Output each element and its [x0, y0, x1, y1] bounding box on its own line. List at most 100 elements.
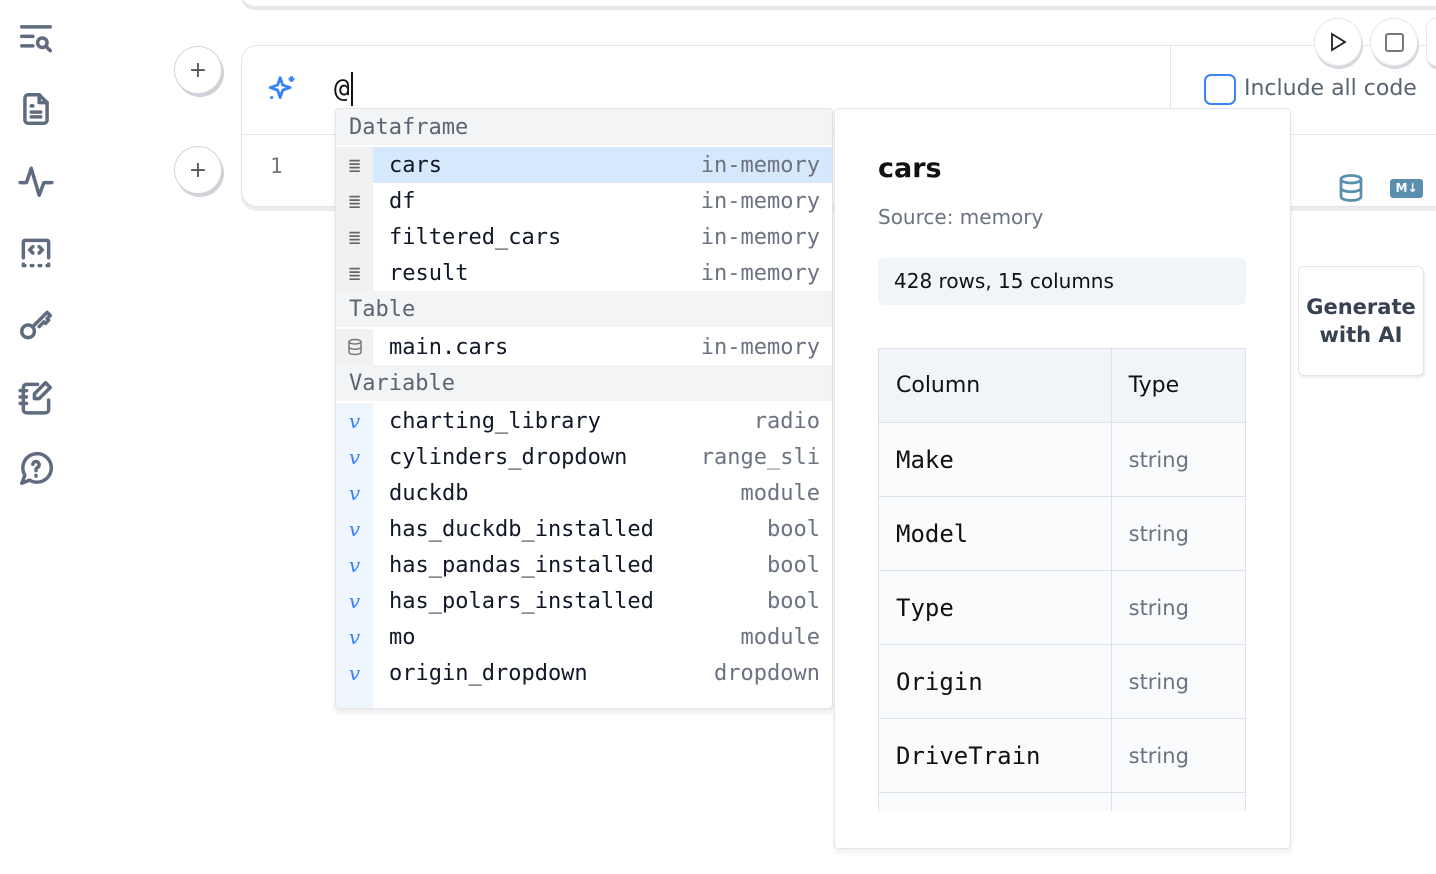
item-kind: in-memory — [700, 224, 820, 250]
variable-icon: v — [336, 511, 373, 547]
variable-icon: v — [336, 439, 373, 475]
database-icon[interactable] — [1336, 172, 1366, 208]
item-name: has_polars_installed — [389, 588, 654, 614]
variable-icon: v — [336, 547, 373, 583]
info-stats: 428 rows, 15 columns — [878, 258, 1246, 305]
add-cell-above-button[interactable]: + — [174, 46, 222, 94]
autocomplete-item[interactable]: main.cars in-memory — [336, 329, 832, 365]
column-header: Column — [878, 348, 1112, 423]
item-kind: range_sli — [700, 444, 820, 470]
variable-icon — [336, 691, 373, 708]
include-all-code-checkbox[interactable] — [1204, 74, 1236, 105]
column-name: Type — [878, 570, 1112, 645]
prompt-input[interactable]: @ — [334, 72, 353, 106]
divider — [1170, 46, 1171, 134]
item-kind: bool — [767, 516, 820, 542]
item-kind: radio — [753, 408, 820, 434]
column-type: string — [1110, 718, 1246, 793]
dataframe-icon: ≣ — [336, 219, 373, 255]
file-text-icon[interactable] — [16, 89, 56, 129]
generate-with-ai-button[interactable]: Generate with AI — [1298, 266, 1424, 376]
column-name: Model — [878, 496, 1112, 571]
column-type: string — [1110, 422, 1246, 497]
variable-icon: v — [336, 583, 373, 619]
autocomplete-item[interactable] — [336, 691, 832, 708]
item-name: has_duckdb_installed — [389, 516, 654, 542]
section-header-dataframe: Dataframe — [336, 109, 832, 147]
column-header: Type — [1110, 348, 1246, 423]
autocomplete-item[interactable]: ≣ result in-memory — [336, 255, 832, 291]
activity-icon[interactable] — [16, 161, 56, 201]
markdown-icon[interactable]: M↓ — [1390, 179, 1423, 198]
stop-button[interactable] — [1370, 18, 1418, 66]
column-type: string — [1110, 570, 1246, 645]
code-square-icon[interactable] — [16, 233, 56, 273]
run-button[interactable] — [1314, 18, 1362, 66]
item-name: mo — [389, 624, 416, 650]
item-name: cars — [389, 152, 442, 178]
info-source: Source: memory — [878, 205, 1044, 229]
column-name: Origin — [878, 644, 1112, 719]
item-name: charting_library — [389, 408, 601, 434]
include-all-code-label[interactable]: Include all code — [1244, 76, 1417, 101]
autocomplete-item[interactable]: v has_polars_installed bool — [336, 583, 832, 619]
autocomplete-item[interactable]: ≣ filtered_cars in-memory — [336, 219, 832, 255]
autocomplete-item[interactable]: v has_pandas_installed bool — [336, 547, 832, 583]
item-name: duckdb — [389, 480, 469, 506]
item-kind: module — [740, 624, 820, 650]
notebook-pen-icon[interactable] — [16, 377, 56, 417]
column-type: string — [1110, 644, 1246, 719]
item-kind: bool — [767, 552, 820, 578]
column-name: DriveTrain — [878, 718, 1112, 793]
item-name: cylinders_dropdown — [389, 444, 628, 470]
autocomplete-item[interactable]: v charting_library radio — [336, 403, 832, 439]
variable-icon: v — [336, 403, 373, 439]
dataframe-info-panel: cars Source: memory 428 rows, 15 columns… — [834, 108, 1291, 849]
list-search-icon[interactable] — [16, 18, 56, 58]
item-name: has_pandas_installed — [389, 552, 654, 578]
line-number: 1 — [270, 154, 283, 178]
variable-icon: v — [336, 655, 373, 691]
more-button[interactable] — [1426, 18, 1436, 66]
item-kind: in-memory — [700, 260, 820, 286]
item-kind: dropdown — [714, 660, 820, 686]
dataframe-icon: ≣ — [336, 147, 373, 183]
dataframe-icon: ≣ — [336, 255, 373, 291]
message-question-icon[interactable] — [16, 449, 56, 489]
item-kind: in-memory — [700, 152, 820, 178]
item-kind: bool — [767, 588, 820, 614]
item-name: filtered_cars — [389, 224, 562, 250]
item-name: result — [389, 260, 469, 286]
item-kind: in-memory — [700, 188, 820, 214]
table-icon — [336, 329, 373, 365]
column-type: string — [1110, 496, 1246, 571]
item-kind: in-memory — [700, 334, 820, 360]
autocomplete-item[interactable]: ≣ cars in-memory — [336, 147, 832, 183]
key-icon[interactable] — [16, 305, 56, 345]
previous-cell — [241, 0, 1436, 7]
table-row — [878, 792, 1246, 811]
section-header-table: Table — [336, 291, 832, 329]
variable-icon: v — [336, 619, 373, 655]
item-kind: module — [740, 480, 820, 506]
column-name: Make — [878, 422, 1112, 497]
sparkles-icon — [266, 72, 300, 106]
autocomplete-item[interactable]: v has_duckdb_installed bool — [336, 511, 832, 547]
item-name: main.cars — [389, 334, 509, 360]
autocomplete-item[interactable]: v cylinders_dropdown range_sli — [336, 439, 832, 475]
item-name: df — [389, 188, 416, 214]
add-cell-below-button[interactable]: + — [174, 146, 222, 194]
variable-icon: v — [336, 475, 373, 511]
info-title: cars — [878, 153, 942, 184]
